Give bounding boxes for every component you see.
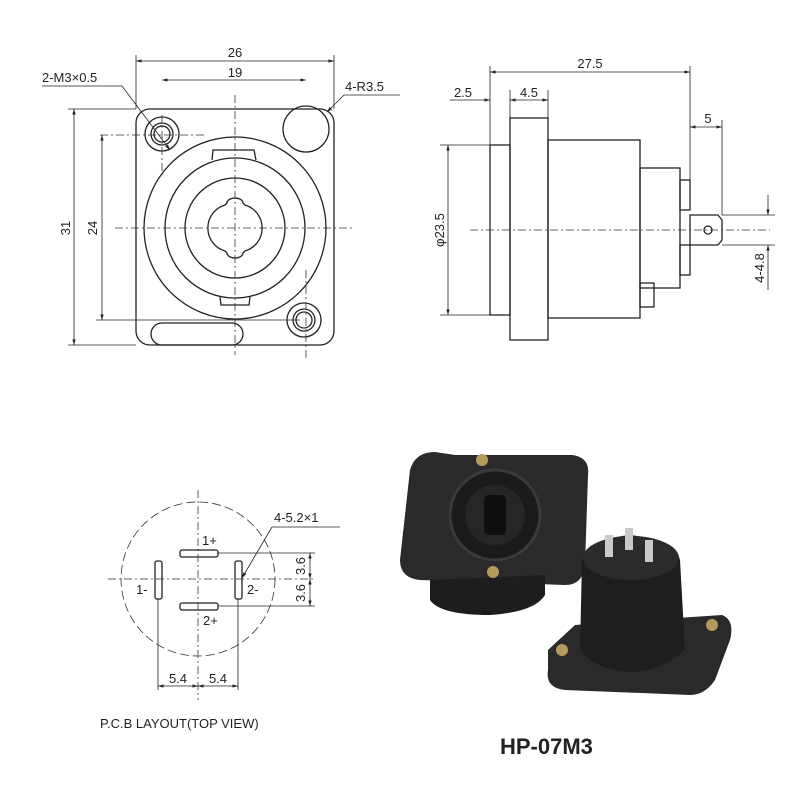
front-view: 26 19 2-M3×0.5 4-R3.5 31 24 <box>42 45 400 360</box>
pcb-caption: P.C.B LAYOUT(TOP VIEW) <box>100 716 259 731</box>
dim-width-outer: 26 <box>228 45 242 60</box>
corner-cutout <box>282 105 330 153</box>
dim-pin-width: 4-4.8 <box>752 253 767 283</box>
label-slot: 4-5.2×1 <box>274 510 318 525</box>
dim-length: 27.5 <box>577 56 602 71</box>
dim-plate: 4.5 <box>520 85 538 100</box>
dim-diameter: φ23.5 <box>432 213 447 247</box>
product-photo <box>400 452 732 695</box>
label-corner-radius: 4-R3.5 <box>345 79 384 94</box>
pin-1-plus: 1+ <box>202 533 217 548</box>
dim-width-holes: 19 <box>228 65 242 80</box>
dim-pitch-v2: 3.6 <box>293 584 308 602</box>
side-view: 27.5 2.5 4.5 5 φ23.5 4-4.8 <box>432 56 775 341</box>
model-name: HP-07M3 <box>500 734 593 759</box>
pin-2-minus: 2- <box>247 582 259 597</box>
pcb-layout: 1+ 2+ 1- 2- 4-5.2×1 3.6 3.6 5.4 5.4 P.C.… <box>100 490 340 731</box>
dim-flange: 2.5 <box>454 85 472 100</box>
pin-1-minus: 1- <box>136 582 148 597</box>
dim-height-holes: 24 <box>85 221 100 235</box>
label-thread: 2-M3×0.5 <box>42 70 97 85</box>
dim-pitch-h2: 5.4 <box>209 671 227 686</box>
pin-2-plus: 2+ <box>203 613 218 628</box>
dim-pitch-h1: 5.4 <box>169 671 187 686</box>
slot <box>150 322 244 346</box>
dim-pin-length: 5 <box>704 111 711 126</box>
dim-pitch-v1: 3.6 <box>293 557 308 575</box>
dim-height-outer: 31 <box>58 221 73 235</box>
